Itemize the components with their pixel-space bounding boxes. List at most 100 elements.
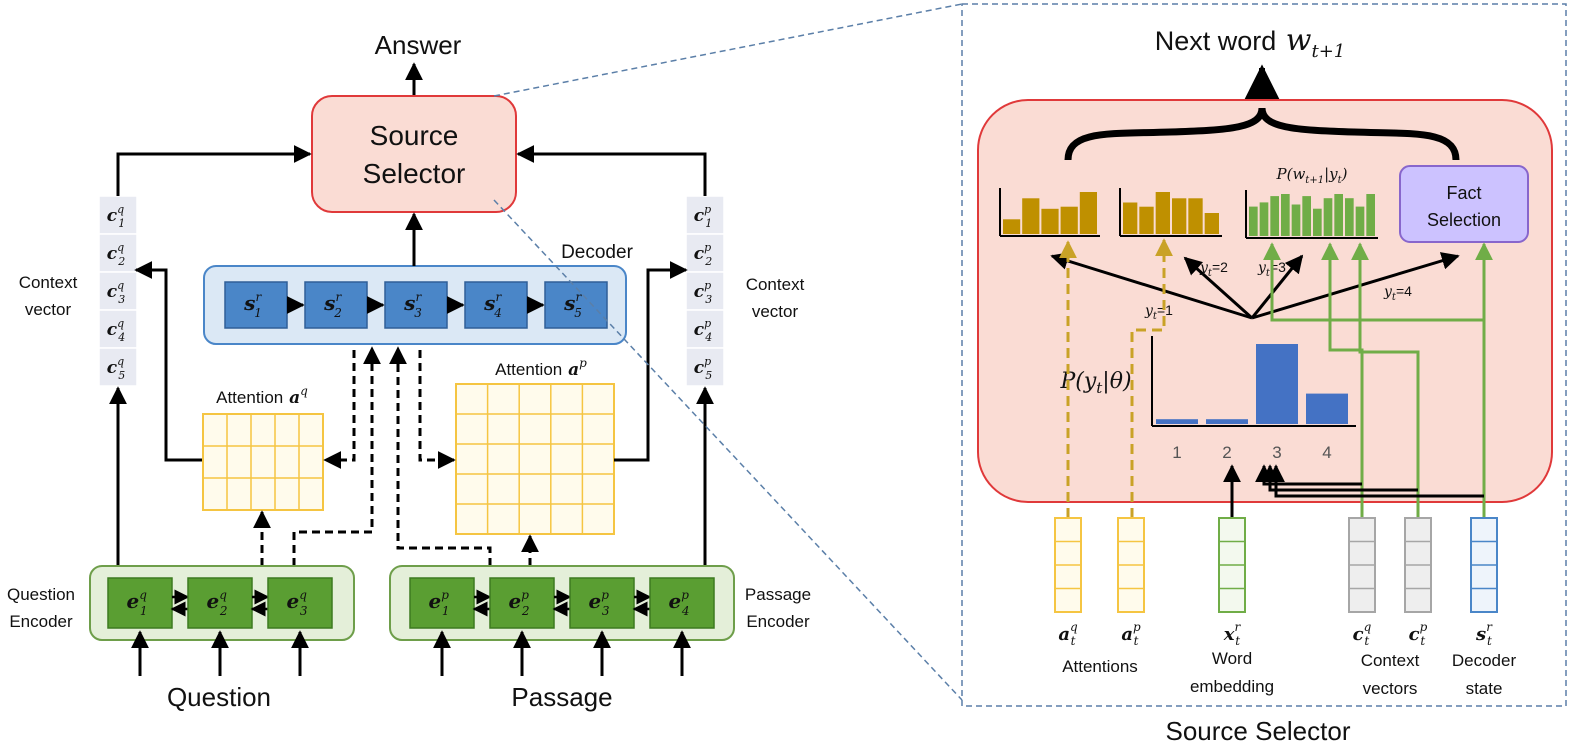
detail-title: Source Selector <box>1166 716 1351 746</box>
decoder-state-box <box>464 281 528 329</box>
source-selector-line2: Selector <box>363 158 466 189</box>
context-vectors-label-1: Context <box>1361 651 1420 670</box>
chart-bar <box>1249 206 1258 236</box>
input-stacks <box>1054 517 1498 613</box>
passage-encoder-label-1: Passage <box>745 585 811 604</box>
y-label-3: yt=3 <box>1257 259 1286 279</box>
fact-selection-line2: Selection <box>1427 210 1501 230</box>
attention-q-grid <box>202 413 324 511</box>
zoom-line-top <box>493 3 963 97</box>
context-vectors-label-2: vectors <box>1363 679 1418 698</box>
chart-bar <box>1259 202 1269 236</box>
chart-bar <box>1366 194 1375 236</box>
context-vector-right-2: vector <box>752 302 799 321</box>
chart-bar <box>1302 196 1311 236</box>
attention-p-label: Attention ap <box>495 356 587 380</box>
context-cell <box>98 347 138 387</box>
decoder-label: Decoder <box>561 242 633 263</box>
decoder-to-att-q-dashed <box>323 350 356 469</box>
prob-bar <box>1256 344 1298 424</box>
detail-frame <box>961 3 1567 707</box>
prob-chart: 1 2 3 4 <box>1151 336 1356 462</box>
chart-bar <box>1313 208 1322 236</box>
context-cell <box>685 271 725 311</box>
ctx-p-to-selector-arrow <box>516 145 707 196</box>
attention-p-grid <box>455 383 615 535</box>
right-detail: Next word wt+1 P(wt+1|yt) Fact Selection… <box>961 3 1567 746</box>
chart-bar <box>1270 196 1279 236</box>
fact-selection-line1: Fact <box>1446 183 1481 203</box>
decoder-state-box <box>384 281 448 329</box>
prob-tick-label: 1 <box>1172 443 1181 462</box>
context-vector-right-1: Context <box>746 275 805 294</box>
chart-bar <box>1188 198 1203 234</box>
context-cell <box>685 233 725 273</box>
context-vector-left-2: vector <box>25 300 72 319</box>
chart-bar <box>1334 194 1343 236</box>
enc-p-to-decoder-dashed <box>389 346 492 566</box>
attentions-label: Attentions <box>1062 657 1138 676</box>
p-y-label: P(yt|θ) <box>1059 369 1131 397</box>
embedding-box <box>409 577 475 629</box>
chart-bar <box>1172 198 1187 234</box>
chart-bar <box>1155 192 1170 234</box>
decoder-state-box <box>224 281 288 329</box>
chart-bar <box>1041 208 1059 234</box>
chart-bar <box>1003 219 1021 234</box>
prob-tick-label: 2 <box>1222 443 1231 462</box>
chart-bar <box>1204 213 1219 234</box>
prob-bar <box>1156 419 1198 424</box>
context-cell <box>98 233 138 273</box>
a-p-to-chart-dashed <box>1130 238 1173 518</box>
question-label: Question <box>167 682 271 712</box>
decoder-state-box <box>304 281 368 329</box>
fan-arrows <box>1050 252 1460 320</box>
enc-q-to-decoder-dashed <box>292 346 381 566</box>
gold-chart-2 <box>1119 188 1222 237</box>
context-vector-left-1: Context <box>19 273 78 292</box>
green-connectors <box>1263 242 1493 518</box>
question-encoder-label-1: Question <box>7 585 75 604</box>
y-label-4: yt=4 <box>1383 283 1412 303</box>
ctx-q-to-selector-arrow <box>116 145 312 196</box>
chart-bar <box>1281 194 1290 236</box>
chart-bar <box>1060 206 1078 234</box>
passage-label: Passage <box>511 682 612 712</box>
context-cell <box>685 347 725 387</box>
decoder-to-att-p-dashed <box>418 350 456 469</box>
embedding-box <box>649 577 715 629</box>
source-selector-line1: Source <box>370 120 459 151</box>
y-label-2: yt=2 <box>1199 259 1228 279</box>
chart-bar <box>1345 198 1354 236</box>
decoder-state-box <box>544 281 608 329</box>
chart-bar <box>1022 198 1040 234</box>
prob-tick-label: 3 <box>1272 443 1281 462</box>
chart-bar <box>1323 198 1333 236</box>
chart-bar <box>1291 204 1301 236</box>
prob-tick-label: 4 <box>1322 443 1331 462</box>
zoom-line-bottom <box>493 199 963 701</box>
decoder-state-label-2: state <box>1466 679 1503 698</box>
chart-bar <box>1123 202 1138 234</box>
